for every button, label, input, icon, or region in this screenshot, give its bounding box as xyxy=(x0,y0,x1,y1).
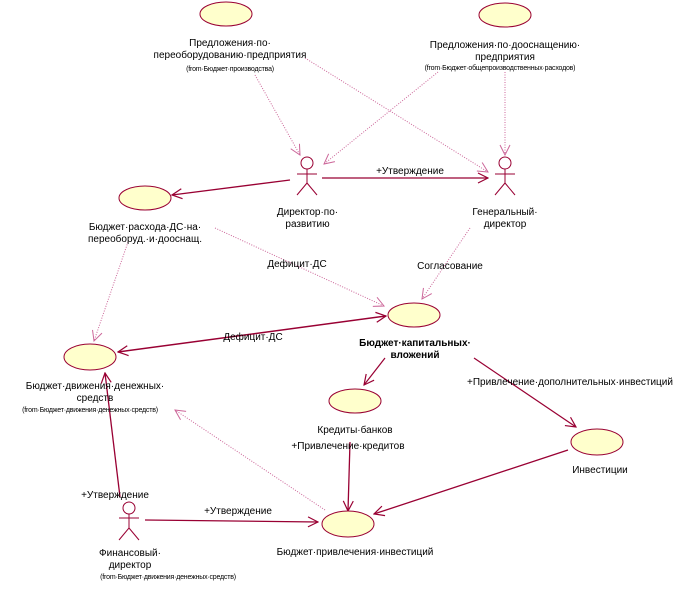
usecase-privl-label: Бюджет·привлечения·инвестиций xyxy=(276,547,434,558)
dependency-rashod-to-dds xyxy=(94,241,129,341)
usecase-pereob[interactable] xyxy=(199,1,253,27)
association-kredit-to-privl xyxy=(348,441,350,511)
association-kapvl-dds-bidirectional xyxy=(118,316,386,352)
rel-utverzhdenie-fin-1-label: +Утверждение xyxy=(81,490,149,501)
dependency-pereob-to-dir-razv xyxy=(254,74,300,155)
usecase-dds-from: (from·Бюджет·движения·денежных·средств) xyxy=(22,407,158,414)
usecase-kapvl[interactable] xyxy=(387,302,441,328)
usecase-pereob-label-1: Предложения·по· xyxy=(189,38,271,49)
usecase-privl[interactable] xyxy=(321,510,375,538)
usecase-dds-label-1: Бюджет·движения·денежных· xyxy=(25,381,165,392)
usecase-invest-label: Инвестиции xyxy=(572,465,628,476)
usecase-rashod-label-1: Бюджет·расхода·ДС·на· xyxy=(88,222,202,233)
actor-gen-dir-icon[interactable] xyxy=(494,156,516,196)
dependency-pereob-to-gen-dir xyxy=(304,57,488,172)
rel-utverzhdenie-top-label: +Утверждение xyxy=(376,166,444,177)
actor-gen-dir-label-1: Генеральный· xyxy=(472,207,538,218)
usecase-kredit[interactable] xyxy=(328,388,382,414)
usecase-doosn[interactable] xyxy=(478,2,532,28)
association-fin-dir-to-dds xyxy=(105,373,121,498)
usecase-kredit-label: Кредиты·банков xyxy=(317,425,393,436)
usecase-doosn-label-2: предприятия xyxy=(475,52,535,63)
actor-fin-dir-label-2: директор xyxy=(108,560,152,571)
usecase-kapvl-label-2: вложений xyxy=(390,350,440,361)
actor-fin-dir-label-1: Финансовый· xyxy=(99,548,161,559)
dependency-gen-dir-to-kapvl xyxy=(422,227,471,299)
actor-fin-dir-from: (from·Бюджет·движения·денежных·средств) xyxy=(100,574,236,581)
association-dir-razv-to-rashod xyxy=(172,179,291,195)
rel-soglasovanie-label: Согласование xyxy=(417,261,483,272)
rel-privl-kred-label: +Привлечение·кредитов xyxy=(291,441,405,452)
usecase-rashod[interactable] xyxy=(118,185,172,211)
rel-deficit-1-label: Дефицит·ДС xyxy=(267,259,327,270)
usecase-doosn-from: (from·Бюджет·общепроизводственных·расход… xyxy=(424,65,576,72)
usecase-dds[interactable] xyxy=(63,343,117,371)
association-kapvl-to-invest xyxy=(473,357,576,427)
dependency-doosn-to-dir-razv xyxy=(324,71,439,164)
actor-fin-dir-icon[interactable] xyxy=(118,501,140,541)
usecase-dds-label-2: средств xyxy=(76,393,114,404)
actor-gen-dir-label-2: директор xyxy=(483,219,527,230)
usecase-pereob-from: (from·Бюджет·производства) xyxy=(186,66,274,73)
rel-utverzhdenie-fin-2-label: +Утверждение xyxy=(204,506,272,517)
rel-deficit-2-label: Дефицит·ДС xyxy=(223,332,283,343)
dependency-privl-to-dds xyxy=(175,410,326,511)
usecase-invest[interactable] xyxy=(570,428,624,456)
usecase-rashod-label-2: переоборуд.·и·дооснащ. xyxy=(88,234,202,245)
usecase-doosn-label-1: Предложения·по·дооснащению· xyxy=(429,40,581,51)
association-kapvl-to-kredit xyxy=(364,357,386,385)
usecase-pereob-label-2: переоборудованию·предприятия xyxy=(153,50,307,61)
actor-dir-razv-label-1: Директор·по· xyxy=(276,207,339,218)
actor-dir-razv-label-2: развитию xyxy=(285,219,330,230)
actor-dir-razv-icon[interactable] xyxy=(296,156,318,196)
association-fin-dir-to-privl xyxy=(144,520,318,522)
rel-privl-dop-label: +Привлечение·дополнительных·инвестиций xyxy=(467,377,673,388)
dependency-rashod-to-kapvl xyxy=(214,227,384,306)
usecase-kapvl-label-1: Бюджет·капитальных· xyxy=(359,338,471,349)
association-invest-to-privl xyxy=(374,449,569,514)
